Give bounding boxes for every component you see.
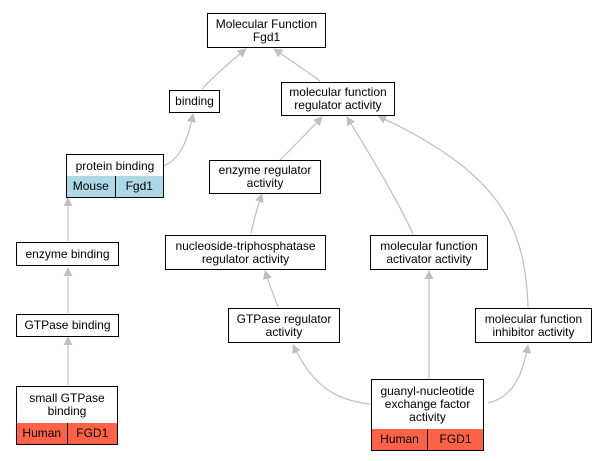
edge-gef-to-gtpase-regulator (292, 344, 371, 405)
node-small-gtpase-binding-gene: FGD1 (66, 423, 118, 444)
node-protein-binding-label: protein binding (75, 158, 155, 173)
node-protein-binding-gene: Fgd1 (114, 176, 164, 197)
node-molecular-function-regulator-activity-label: molecular function regulator activity (289, 85, 387, 112)
node-gtpase-binding[interactable]: GTPase binding (16, 314, 119, 337)
node-small-gtpase-binding-species: Human (22, 426, 62, 440)
node-protein-binding[interactable]: protein binding Mouse Fgd1 (66, 154, 164, 198)
edge-mf-inhibitor-to-mf-regulator (377, 115, 529, 308)
node-gef-title: guanyl-nucleotide exchange factor activi… (372, 380, 483, 430)
edge-binding-to-root (201, 48, 247, 90)
edge-enzyme-regulator-to-mf-regulator (279, 116, 323, 161)
node-molecular-function-inhibitor-activity[interactable]: molecular function inhibitor activity (475, 308, 592, 343)
node-gef-gene: FGD1 (427, 429, 483, 450)
node-protein-binding-annotation: Mouse Fgd1 (67, 176, 163, 197)
node-gtpase-binding-label: GTPase binding (24, 318, 111, 332)
node-molecular-function-inhibitor-activity-label: molecular function inhibitor activity (484, 311, 583, 339)
node-gef-label: guanyl-nucleotide exchange factor activi… (380, 384, 475, 424)
node-small-gtpase-binding-annotation: Human FGD1 (17, 423, 117, 444)
edge-gtpase-regulator-to-ntpase (263, 270, 279, 308)
edge-protein-binding-to-binding (162, 113, 196, 167)
node-nucleoside-triphosphatase-regulator-activity-label: nucleoside-triphosphatase regulator acti… (175, 238, 316, 266)
node-enzyme-binding[interactable]: enzyme binding (16, 242, 119, 266)
node-binding[interactable]: binding (169, 90, 220, 113)
node-molecular-function-fgd1-label: Molecular Function Fgd1 (215, 16, 318, 44)
node-small-gtpase-binding-label: small GTPase binding (29, 391, 105, 418)
node-gef-annotation: Human FGD1 (372, 429, 483, 450)
node-protein-binding-title: protein binding (67, 155, 163, 178)
edge-mf-regulator-to-root (273, 48, 321, 82)
node-gtpase-regulator-activity[interactable]: GTPase regulator activity (228, 308, 340, 343)
edge-gef-to-mf-inhibitor (487, 344, 532, 404)
edge-ntpase-to-enzyme-regulator (250, 193, 264, 234)
node-protein-binding-species: Mouse (72, 179, 109, 193)
node-enzyme-regulator-activity-label: enzyme regulator activity (218, 163, 312, 190)
node-gtpase-regulator-activity-label: GTPase regulator activity (236, 311, 332, 339)
node-enzyme-regulator-activity[interactable]: enzyme regulator activity (209, 160, 321, 194)
node-nucleoside-triphosphatase-regulator-activity[interactable]: nucleoside-triphosphatase regulator acti… (165, 235, 326, 270)
node-guanyl-nucleotide-exchange-factor-activity[interactable]: guanyl-nucleotide exchange factor activi… (371, 379, 484, 451)
node-binding-label: binding (175, 94, 214, 108)
node-molecular-function-regulator-activity[interactable]: molecular function regulator activity (281, 82, 395, 116)
node-gef-species: Human (380, 432, 419, 446)
node-molecular-function-activator-activity[interactable]: molecular function activator activity (370, 235, 488, 270)
node-small-gtpase-binding[interactable]: small GTPase binding Human FGD1 (16, 386, 118, 445)
node-molecular-function-fgd1[interactable]: Molecular Function Fgd1 (207, 13, 326, 48)
node-enzyme-binding-label: enzyme binding (25, 246, 110, 261)
edge-mf-activator-to-mf-regulator (346, 116, 414, 235)
node-molecular-function-activator-activity-label: molecular function activator activity (380, 238, 478, 266)
node-small-gtpase-binding-title: small GTPase binding (17, 387, 117, 424)
